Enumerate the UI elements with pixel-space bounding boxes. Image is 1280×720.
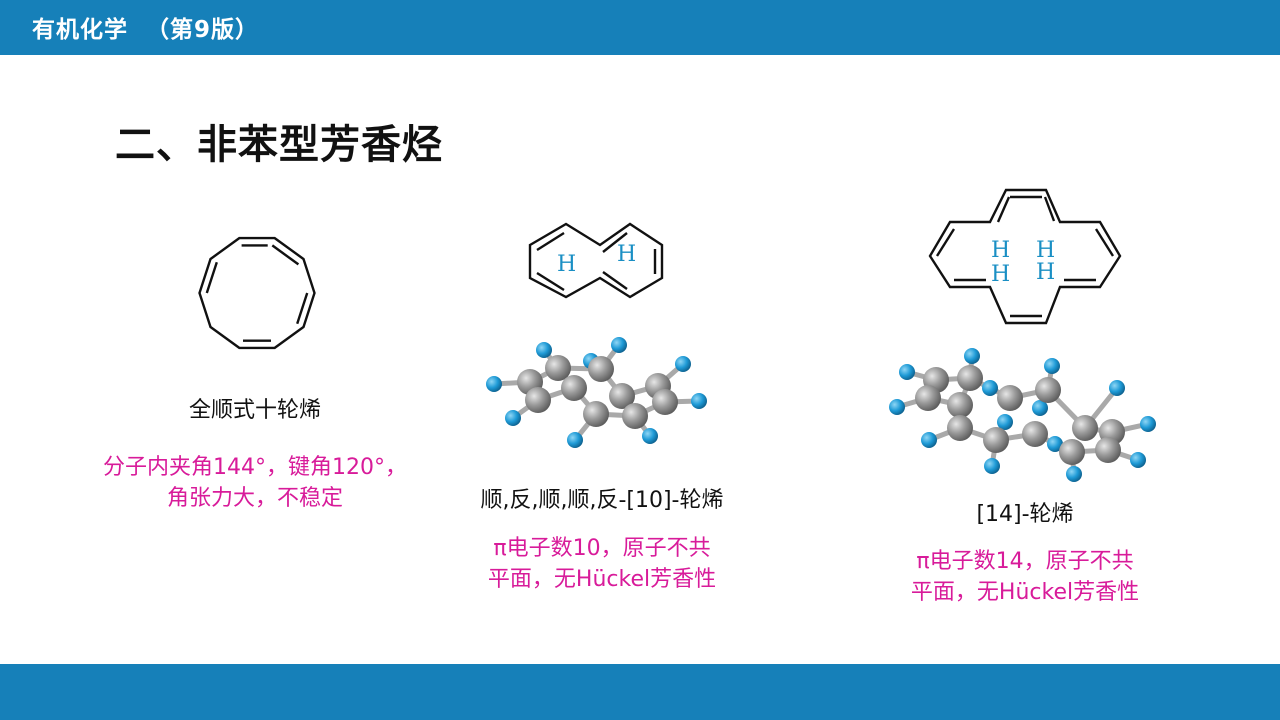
carbon-atom (1022, 421, 1048, 447)
note-line: 角张力大，不稳定 (166, 486, 343, 511)
annulene14-structure: H H H H (928, 188, 1122, 325)
hydrogen-atom (1066, 466, 1082, 482)
hydrogen-atom (675, 356, 691, 372)
carbon-atom (983, 427, 1009, 453)
hydrogen-label: H (991, 238, 1010, 263)
carbon-atom (583, 401, 609, 427)
carbon-atom (947, 415, 973, 441)
carbon-atom (957, 365, 983, 391)
carbon-atom (947, 392, 973, 418)
model-atoms (889, 348, 1156, 482)
hydrogen-atom (1130, 452, 1146, 468)
hydrogen-atom (611, 337, 627, 353)
carbon-atom (997, 385, 1023, 411)
note-line: π电子数14，原子不共 (916, 549, 1134, 574)
slide-heading: 二、非苯型芳香烃 (115, 122, 443, 168)
hydrogen-label: H (991, 262, 1010, 287)
carbon-atom (1095, 437, 1121, 463)
hydrogen-atom (1140, 416, 1156, 432)
hydrogen-atom (536, 342, 552, 358)
compound-name-annulene10: 顺,反,顺,顺,反-[10]-轮烯 (480, 488, 724, 513)
compound-name-decaannulene: 全顺式十轮烯 (188, 398, 321, 423)
hydrogen-atom (486, 376, 502, 392)
carbon-atom (1059, 439, 1085, 465)
carbon-atom (525, 387, 551, 413)
hydrogen-atom (1032, 400, 1048, 416)
course-title: 有机化学 （第9版） (32, 17, 260, 43)
hydrogen-atom (1109, 380, 1125, 396)
hydrogen-atom (982, 380, 998, 396)
carbon-atom (588, 356, 614, 382)
note-line: 平面，无Hückel芳香性 (487, 567, 717, 592)
hydrogen-label: H (1036, 238, 1055, 263)
annulene10-ball-stick-model (486, 337, 707, 448)
hydrogen-atom (899, 364, 915, 380)
model-atoms (486, 337, 707, 448)
hydrogen-atom (567, 432, 583, 448)
hydrogen-atom (921, 432, 937, 448)
compound-note-decaannulene: 分子内夹角144°，键角120°， 角张力大，不稳定 (80, 452, 430, 514)
compound-name-annulene14: [14]-轮烯 (976, 502, 1074, 527)
hydrogen-atom (889, 399, 905, 415)
hydrogen-atom (691, 393, 707, 409)
decagon-structure (198, 236, 316, 350)
carbon-atom (545, 355, 571, 381)
compound-note-annulene14: π电子数14，原子不共 平面，无Hückel芳香性 (875, 546, 1175, 608)
carbon-atom (652, 389, 678, 415)
carbon-atom (561, 375, 587, 401)
carbon-atom (915, 385, 941, 411)
hydrogen-label: H (1036, 260, 1055, 285)
compound-note-annulene10: π电子数10，原子不共 平面，无Hückel芳香性 (452, 533, 752, 595)
hydrogen-atom (984, 458, 1000, 474)
annulene10-structure: H H (528, 222, 664, 299)
carbon-atom (1035, 377, 1061, 403)
header-bar: 有机化学 （第9版） (0, 0, 1280, 55)
hydrogen-atom (505, 410, 521, 426)
note-line: π电子数10，原子不共 (493, 536, 711, 561)
carbon-atom (1072, 415, 1098, 441)
annulene14-ball-stick-model (889, 348, 1156, 482)
note-line: 平面，无Hückel芳香性 (910, 580, 1140, 605)
carbon-atom (609, 383, 635, 409)
hydrogen-atom (964, 348, 980, 364)
hydrogen-atom (642, 428, 658, 444)
hydrogen-atom (1047, 436, 1063, 452)
footer-bar (0, 664, 1280, 720)
hydrogen-atom (1044, 358, 1060, 374)
hydrogen-atom (997, 414, 1013, 430)
carbon-atom (622, 403, 648, 429)
hydrogen-label: H (617, 242, 636, 267)
note-line: 分子内夹角144°，键角120°， (103, 455, 407, 480)
hydrogen-label: H (557, 252, 576, 277)
